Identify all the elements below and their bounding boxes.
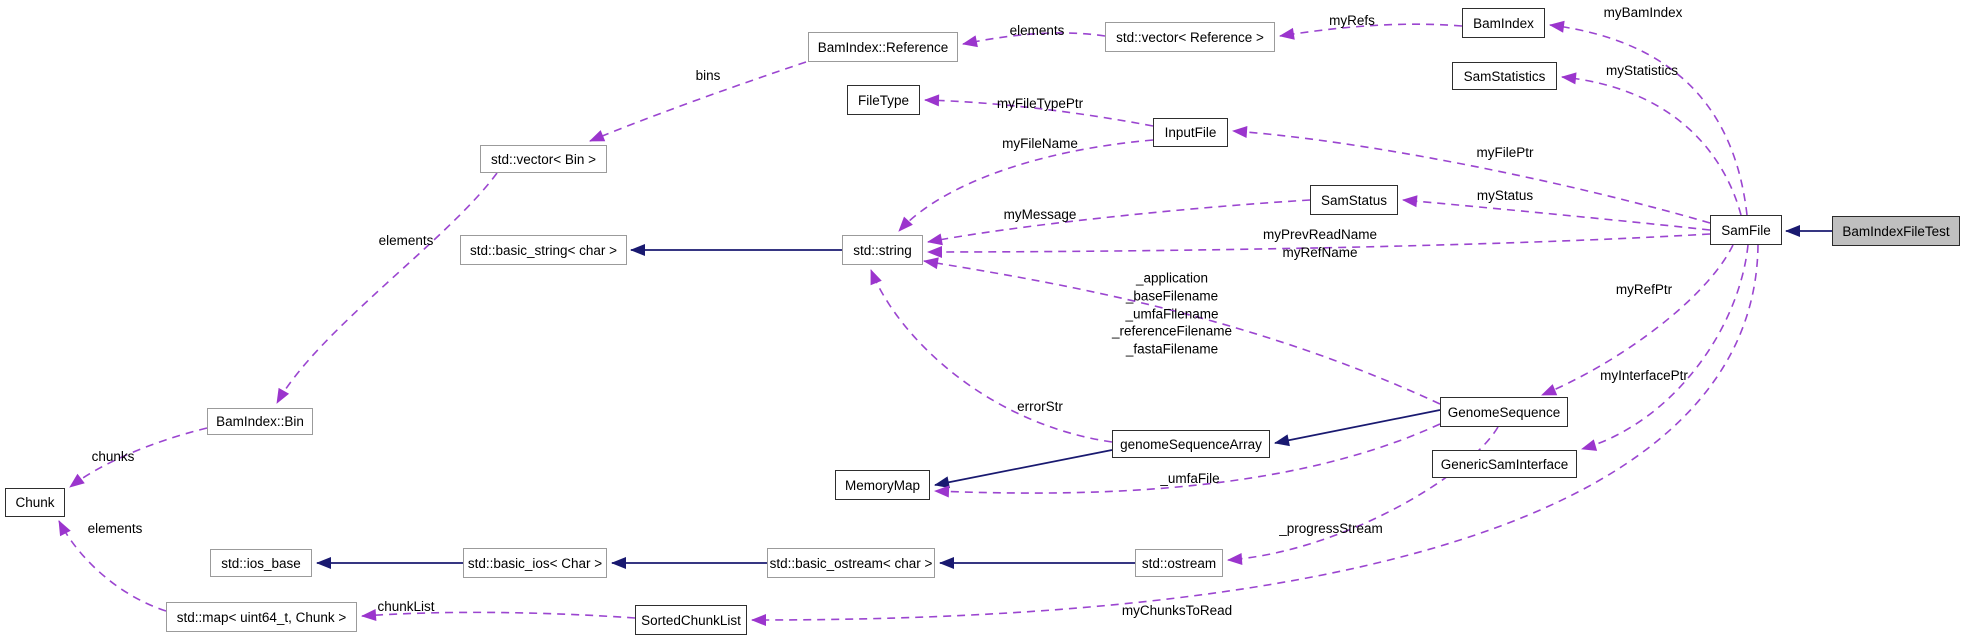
node-label-inputfile: InputFile [1164, 125, 1217, 140]
edge-samstatus-stdstring-mymessage [927, 199, 1311, 246]
node-label-genomesequencearray: genomeSequenceArray [1120, 436, 1262, 452]
edge-label-gsarray-stdstring-errorstr: errorStr [1017, 399, 1063, 415]
node-bamindexfiletest[interactable]: BamIndexFileTest [1832, 216, 1960, 246]
edge-reference-vecbin-bins [589, 61, 807, 142]
node-sortedchunklist[interactable]: SortedChunkList [635, 605, 747, 635]
edge-samfile-bamindex-mybamindex [1549, 20, 1748, 216]
edge-label-samfile-stdstring-readnames: myPrevReadName myRefName [1262, 227, 1378, 260]
edge-bamindex-vecref-myrefs [1279, 23, 1463, 40]
node-label-map-chunk: std::map< uint64_t, Chunk > [176, 609, 347, 625]
node-basic-ostream[interactable]: std::basic_ostream< char > [767, 548, 935, 578]
node-basic-string[interactable]: std::basic_string< char > [460, 235, 627, 265]
edge-map-chunk-elements [58, 520, 167, 612]
node-label-basic-ios: std::basic_ios< Char > [467, 555, 603, 571]
node-vector-bin[interactable]: std::vector< Bin > [480, 145, 607, 173]
edge-label-map-chunk-elements: elements [87, 521, 143, 537]
edge-label-samfile-inputfile-myfileptr: myFilePtr [1476, 145, 1534, 161]
edge-label-genomesequence-ostream-progress: _progressStream [1279, 521, 1383, 537]
node-label-basic-string: std::basic_string< char > [469, 242, 618, 258]
node-ios-base[interactable]: std::ios_base [210, 549, 312, 577]
edge-inputfile-filetype [924, 94, 1154, 127]
node-label-bamindex-reference: BamIndex::Reference [817, 39, 949, 55]
node-map-chunk[interactable]: std::map< uint64_t, Chunk > [166, 602, 357, 632]
node-genomesequencearray[interactable]: genomeSequenceArray [1112, 430, 1270, 458]
node-bamindex[interactable]: BamIndex [1462, 8, 1545, 38]
edge-label-samfile-interface-myinterfaceptr: myInterfacePtr [1600, 368, 1688, 384]
node-samfile[interactable]: SamFile [1710, 215, 1782, 245]
node-ostream[interactable]: std::ostream [1135, 549, 1223, 577]
edge-samfile-stdstring-readnames [927, 233, 1711, 258]
edge-genomesequence-memorymap-umfa [934, 423, 1441, 498]
node-label-samstatistics: SamStatistics [1463, 68, 1546, 84]
edge-sortedchunklist-map-chunklist [361, 609, 636, 622]
node-bamindex-bin[interactable]: BamIndex::Bin [207, 408, 313, 435]
edge-label-inputfile-filetype: myFileTypePtr [996, 96, 1084, 112]
node-label-genericsaminterface: GenericSamInterface [1440, 456, 1569, 472]
edge-label-samstatus-stdstring-mymessage: myMessage [1003, 207, 1077, 223]
node-label-genomesequence: GenomeSequence [1447, 404, 1561, 420]
edge-gsarray-stdstring-errorstr [870, 269, 1113, 443]
edge-gsarray-memorymap [934, 449, 1113, 489]
edge-genomesequence-stdstring-names [923, 257, 1441, 405]
node-label-basic-ostream: std::basic_ostream< char > [769, 555, 933, 571]
node-label-memorymap: MemoryMap [844, 477, 920, 493]
edge-vecbin-bin-elements [276, 172, 498, 404]
node-label-chunk: Chunk [15, 495, 55, 510]
edge-vecref-reference-elements [962, 32, 1106, 48]
edge-samfile-inputfile-myfileptr [1232, 126, 1711, 224]
edge-label-bin-chunk-chunks: chunks [91, 449, 135, 465]
edge-label-reference-vecbin-bins: bins [695, 68, 721, 84]
node-memorymap[interactable]: MemoryMap [835, 470, 930, 500]
edge-label-sortedchunklist-map-chunklist: chunkList [377, 599, 435, 615]
node-bamindex-reference[interactable]: BamIndex::Reference [808, 32, 958, 62]
edge-samfile-samstatistics [1561, 72, 1742, 216]
edge-label-genomesequence-stdstring-names: _application _baseFilename _umfaFilename… [1111, 270, 1233, 357]
node-label-std-string: std::string [853, 242, 912, 258]
node-label-sortedchunklist: SortedChunkList [641, 612, 741, 628]
node-samstatistics[interactable]: SamStatistics [1452, 62, 1557, 90]
node-vector-reference[interactable]: std::vector< Reference > [1105, 22, 1275, 52]
node-label-ios-base: std::ios_base [221, 555, 301, 571]
node-label-ostream: std::ostream [1141, 555, 1217, 571]
node-label-bamindexfiletest: BamIndexFileTest [1842, 223, 1950, 239]
edge-genomesequence-gsarray [1274, 409, 1441, 447]
edge-samfile-genomesequence-myrefptr [1541, 244, 1734, 396]
node-filetype[interactable]: FileType [847, 85, 920, 115]
edge-label-samfile-bamindex-mybamindex: myBamIndex [1603, 5, 1683, 21]
node-label-vector-bin: std::vector< Bin > [490, 151, 597, 167]
node-label-samfile: SamFile [1721, 222, 1771, 238]
edge-samfile-samstatus-mystatus [1402, 195, 1711, 231]
edge-inputfile-stdstring-myfilename [898, 139, 1154, 232]
edges [58, 20, 1832, 627]
node-inputfile[interactable]: InputFile [1153, 118, 1228, 147]
edge-label-vecbin-bin-elements: elements [378, 233, 434, 249]
node-std-string[interactable]: std::string [842, 235, 923, 265]
edge-label-vecref-reference-elements: elements [1009, 23, 1065, 39]
node-basic-ios[interactable]: std::basic_ios< Char > [463, 548, 607, 578]
edge-samfile-interface-myinterfaceptr [1581, 244, 1749, 451]
edge-label-samfile-genomesequence-myrefptr: myRefPtr [1615, 282, 1673, 298]
node-label-samstatus: SamStatus [1320, 192, 1388, 208]
node-samstatus[interactable]: SamStatus [1310, 185, 1398, 215]
node-chunk[interactable]: Chunk [5, 488, 65, 517]
edge-samfile-sortedchunklist [751, 244, 1759, 627]
edge-bin-chunk-chunks [69, 427, 208, 488]
edge-label-samfile-sortedchunklist: myChunksToRead [1121, 603, 1233, 619]
node-label-filetype: FileType [857, 92, 910, 108]
edge-label-samfile-samstatus-mystatus: myStatus [1476, 188, 1534, 204]
node-label-bamindex-bin: BamIndex::Bin [216, 414, 304, 429]
edge-label-genomesequence-memorymap-umfa: _umfaFile [1160, 471, 1220, 487]
node-genericsaminterface[interactable]: GenericSamInterface [1432, 450, 1577, 478]
edge-label-samfile-samstatistics: myStatistics [1605, 63, 1679, 79]
node-label-bamindex: BamIndex [1473, 15, 1534, 31]
edge-label-inputfile-stdstring-myfilename: myFileName [1002, 136, 1078, 152]
edge-label-bamindex-vecref-myrefs: myRefs [1329, 13, 1375, 29]
node-label-vector-reference: std::vector< Reference > [1116, 29, 1264, 45]
node-genomesequence[interactable]: GenomeSequence [1440, 397, 1568, 427]
